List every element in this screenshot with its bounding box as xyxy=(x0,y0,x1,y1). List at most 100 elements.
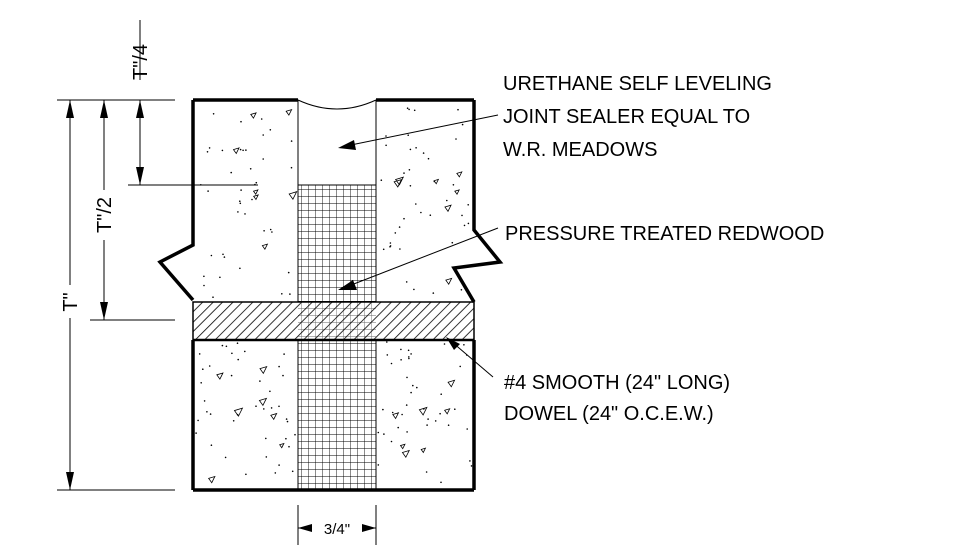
stipple-aggregate xyxy=(444,408,451,415)
stipple-dot xyxy=(212,113,215,115)
stipple-dot xyxy=(259,380,261,382)
stipple-dot xyxy=(244,213,246,215)
stipple-dot xyxy=(210,444,213,447)
stipple-dot xyxy=(410,391,412,394)
stipple-aggregate xyxy=(456,171,463,178)
stipple-dot xyxy=(210,254,213,257)
stipple-dot xyxy=(283,353,285,355)
stipple-dot xyxy=(239,200,241,202)
stipple-dot xyxy=(469,460,471,462)
stipple-dot xyxy=(195,432,197,434)
stipple-aggregate xyxy=(233,407,244,417)
stipple-dot xyxy=(389,242,392,244)
stipple-dot xyxy=(386,341,388,343)
stipple-dot xyxy=(200,382,202,384)
redwood-through-dowel xyxy=(298,302,376,340)
stipple-dot xyxy=(270,407,273,409)
stipple-aggregate xyxy=(420,447,427,454)
stipple-aggregate xyxy=(285,109,293,116)
stipple-dot xyxy=(202,368,204,371)
label-sealer-line2: JOINT SEALER EQUAL TO xyxy=(503,106,750,128)
stipple-dot xyxy=(262,134,265,136)
stipple-dot xyxy=(271,231,273,233)
stipple-dot xyxy=(390,362,393,365)
stipple-dot xyxy=(242,149,244,152)
stipple-dot xyxy=(278,464,280,466)
stipple-dot xyxy=(455,138,457,140)
stipple-dot xyxy=(466,428,469,430)
stipple-dot xyxy=(403,172,405,174)
stipple-aggregate xyxy=(259,365,268,375)
stipple-dot xyxy=(413,288,415,291)
label-sealer-line3: W.R. MEADOWS xyxy=(503,139,657,161)
stipple-aggregate xyxy=(207,475,216,484)
stipple-dot xyxy=(237,358,239,361)
stipple-dot xyxy=(263,408,265,410)
stipple-dot xyxy=(208,365,211,367)
stipple-dot xyxy=(265,437,267,440)
stipple-dot xyxy=(429,214,432,216)
stipple-aggregate xyxy=(258,397,268,407)
dim-full: T" xyxy=(60,292,82,311)
stipple-dot xyxy=(391,411,394,414)
stipple-dot xyxy=(269,129,272,131)
stipple-dot xyxy=(399,248,401,250)
stipple-dot xyxy=(286,420,289,423)
stipple-dot xyxy=(290,166,293,169)
stipple-dot xyxy=(240,120,242,123)
stipple-dot xyxy=(212,296,214,299)
stipple-dot xyxy=(294,433,296,436)
stipple-dot xyxy=(269,390,271,393)
stipple-dot xyxy=(415,203,417,205)
stipple-dot xyxy=(454,408,456,411)
stipple-dot xyxy=(382,408,384,411)
stipple-dot xyxy=(406,107,409,109)
stipple-dot xyxy=(410,353,412,355)
stipple-aggregate xyxy=(279,442,285,449)
stipple-dot xyxy=(265,456,268,458)
stipple-dot xyxy=(288,445,290,448)
stipple-dot xyxy=(383,433,385,435)
stipple-dot xyxy=(440,481,442,484)
stipple-dot xyxy=(203,275,205,278)
dim-half: T"/2 xyxy=(94,197,116,233)
stipple-dot xyxy=(223,256,226,258)
stipple-dot xyxy=(420,211,422,214)
stipple-dot xyxy=(269,228,272,231)
stipple-dot xyxy=(434,420,437,422)
slab-outline-right xyxy=(451,100,504,303)
stipple-dot xyxy=(405,404,408,406)
stipple-aggregate xyxy=(252,189,259,195)
stipple-dot xyxy=(221,149,224,152)
stipple-dot xyxy=(236,342,239,345)
stipple-dot xyxy=(415,147,417,149)
stipple-aggregate xyxy=(447,379,456,388)
stipple-dot xyxy=(263,230,265,232)
stipple-dot xyxy=(251,198,253,201)
stipple-dot xyxy=(439,412,441,415)
stipple-dot xyxy=(461,123,464,126)
stipple-dot xyxy=(398,226,401,228)
stipple-dot xyxy=(394,232,397,234)
stipple-dot xyxy=(377,464,380,466)
stipple-dot xyxy=(290,140,293,142)
stipple-aggregate xyxy=(261,243,269,250)
stipple-dot xyxy=(224,456,227,459)
label-sealer-line1: URETHANE SELF LEVELING xyxy=(503,73,772,95)
stipple-dot xyxy=(451,241,454,244)
stipple-dot xyxy=(230,374,233,377)
stipple-dot xyxy=(197,419,199,422)
stipple-dot xyxy=(461,214,463,217)
leader-lines xyxy=(338,114,499,378)
stipple-dot xyxy=(249,168,252,170)
stipple-aggregate xyxy=(216,372,224,380)
stipple-dot xyxy=(377,431,380,434)
stipple-dot xyxy=(222,253,224,256)
stipple-dot xyxy=(397,426,400,429)
stipple-dot xyxy=(255,181,258,184)
stipple-dot xyxy=(432,292,435,294)
stipple-dot xyxy=(427,418,429,420)
stipple-dot xyxy=(287,271,290,274)
stipple-aggregate xyxy=(399,443,406,450)
